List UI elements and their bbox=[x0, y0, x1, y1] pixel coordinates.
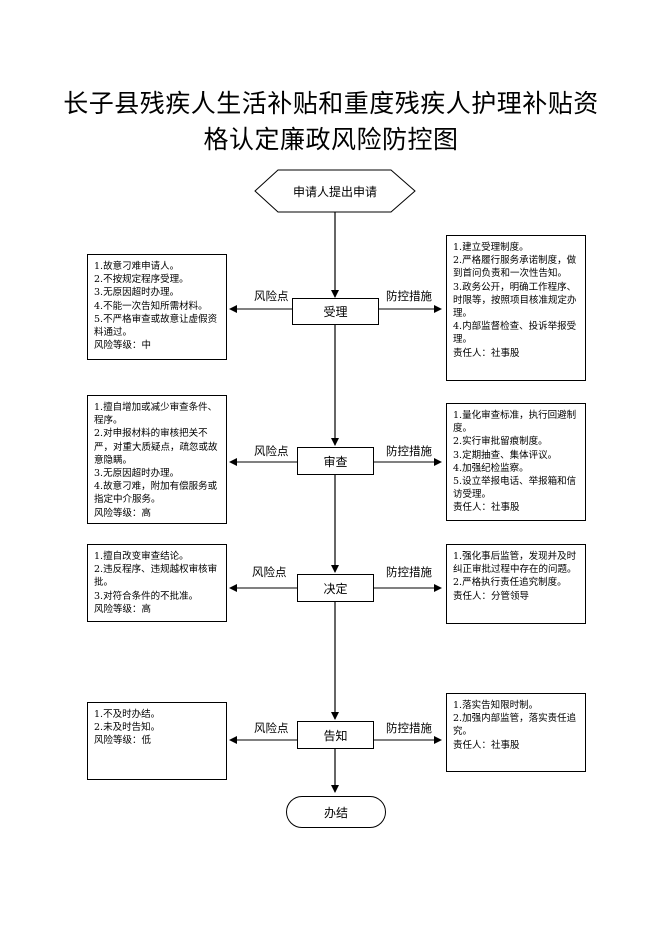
risk-point-label: 风险点 bbox=[254, 289, 289, 303]
title-line-2: 格认定廉政风险防控图 bbox=[203, 125, 459, 154]
measure-box-accept: 1.建立受理制度。 2.严格履行服务承诺制度，做到首问负责和一次性告知。 3.政… bbox=[446, 235, 586, 381]
end-node: 办结 bbox=[286, 796, 386, 828]
stage-node-notify: 告知 bbox=[297, 721, 374, 749]
risk-box-notify: 1.不及时办结。 2.未及时告知。 风险等级：低 bbox=[87, 702, 227, 780]
risk-point-label: 风险点 bbox=[254, 721, 289, 735]
risk-box-accept: 1.故意刁难申请人。 2.不按规定程序受理。 3.无原因超时办理。 4.不能一次… bbox=[87, 254, 227, 360]
start-node-label: 申请人提出申请 bbox=[292, 184, 377, 199]
stage-node-review: 审查 bbox=[297, 447, 374, 475]
risk-box-decide: 1.擅自改变审查结论。 2.违反程序、违规越权审核审批。 3.对符合条件的不批准… bbox=[87, 544, 227, 622]
measure-label: 防控措施 bbox=[386, 444, 432, 458]
measure-box-review: 1.量化审查标准，执行回避制度。 2.实行审批留痕制度。 3.定期抽查、集体评议… bbox=[446, 403, 586, 521]
measure-label: 防控措施 bbox=[386, 721, 432, 735]
risk-box-review: 1.擅自增加或减少审查条件、程序。 2.对申报材料的审核把关不严，对重大质疑点，… bbox=[87, 395, 227, 524]
start-hexagon bbox=[254, 169, 416, 213]
measure-box-notify: 1.落实告知限时制。 2.加强内部监管，落实责任追究。 责任人：社事股 bbox=[446, 693, 586, 772]
page-title: 长子县残疾人生活补贴和重度残疾人护理补贴资 格认定廉政风险防控图 bbox=[40, 86, 622, 158]
title-line-1: 长子县残疾人生活补贴和重度残疾人护理补贴资 bbox=[63, 89, 599, 118]
measure-box-decide: 1.强化事后监管，发现并及时纠正审批过程中存在的问题。 2.严格执行责任追究制度… bbox=[446, 544, 586, 624]
stage-node-decide: 决定 bbox=[297, 574, 374, 602]
stage-node-accept: 受理 bbox=[292, 298, 379, 325]
risk-point-label: 风险点 bbox=[254, 444, 289, 458]
measure-label: 防控措施 bbox=[386, 565, 432, 579]
measure-label: 防控措施 bbox=[386, 289, 432, 303]
risk-point-label: 风险点 bbox=[252, 565, 287, 579]
